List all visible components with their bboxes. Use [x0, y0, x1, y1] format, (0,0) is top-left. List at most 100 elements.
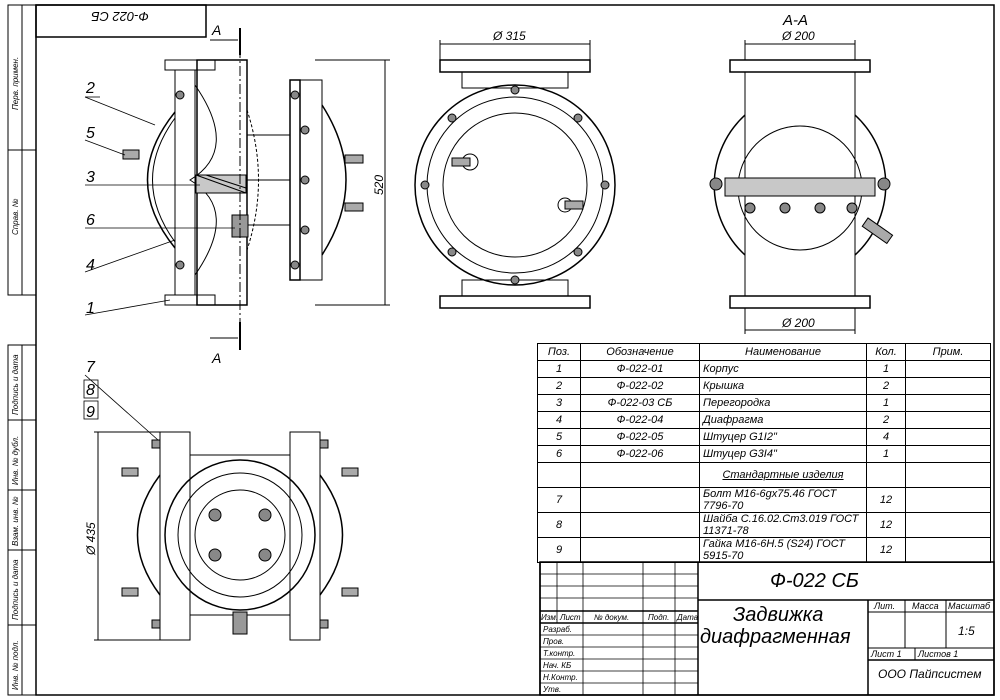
- dim-plan: Ø 435: [84, 522, 98, 556]
- title-line2: диафрагменная: [700, 626, 851, 648]
- bom-header-name: Наименование: [699, 343, 867, 361]
- bom-code: Ф-022-01: [580, 360, 700, 378]
- section-letter-top: А: [211, 22, 221, 38]
- col-doc: № докум.: [594, 613, 630, 622]
- dim-bore-bottom: Ø 200: [781, 316, 815, 330]
- bom-name: Корпус: [699, 360, 867, 378]
- bom-empty: [905, 462, 991, 488]
- role-nach: Нач. КБ: [543, 661, 572, 670]
- left-sidebar: [7, 4, 37, 696]
- code-box: [35, 4, 207, 38]
- callout-leaders: [84, 96, 235, 441]
- bom-name: Гайка М16-6Н.5 (S24) ГОСТ 5915-70: [699, 537, 867, 563]
- callout-1: 1: [86, 300, 95, 317]
- plan-view: [94, 431, 359, 641]
- bom-table: Поз. Обозначение Наименование Кол. Прим.…: [537, 343, 991, 563]
- bom-pos: 6: [537, 445, 581, 463]
- sidebar-podpis-2: Подпись и дата: [11, 559, 20, 620]
- dim-flange: Ø 315: [492, 29, 526, 43]
- sidebar-vzam: Взам. инв. №: [11, 496, 20, 546]
- bom-header-qty: Кол.: [866, 343, 906, 361]
- dim-height: 520: [372, 175, 386, 195]
- role-prov: Пров.: [543, 637, 565, 646]
- sidebar-inv-dubl: Инв. № дубл.: [11, 436, 20, 485]
- sidebar-podpis-1: Подпись и дата: [11, 354, 20, 415]
- bom-section-row: Стандартные изделия: [537, 462, 991, 488]
- bom-name: Перегородка: [699, 394, 867, 412]
- bom-qty: 4: [866, 428, 906, 446]
- bom-pos: 4: [537, 411, 581, 429]
- bom-section-title: Стандартные изделия: [699, 462, 867, 488]
- bom-empty: [580, 487, 700, 513]
- col-list: Лист: [560, 613, 581, 622]
- bom-empty: [580, 462, 700, 488]
- sheet-number: Лист 1: [871, 649, 902, 659]
- bom-qty: 2: [866, 377, 906, 395]
- bom-qty: 12: [866, 537, 906, 563]
- callout-6: 6: [86, 212, 95, 229]
- callout-8: 8: [86, 382, 95, 399]
- callout-3: 3: [86, 169, 95, 186]
- section-view: [709, 40, 894, 334]
- section-title: А-А: [782, 12, 808, 29]
- bom-header-pos: Поз.: [537, 343, 581, 361]
- bom-code: Ф-022-04: [580, 411, 700, 429]
- bom-note: [905, 428, 991, 446]
- bom-note: [905, 487, 991, 513]
- lit-label: Лит.: [874, 601, 896, 611]
- bom-qty: 12: [866, 512, 906, 538]
- bom-pos: 8: [537, 512, 581, 538]
- bom-name: Болт М16-6gx75.46 ГОСТ 7796-70: [699, 487, 867, 513]
- bom-note: [905, 377, 991, 395]
- bom-note: [905, 512, 991, 538]
- bom-header-row: Поз. Обозначение Наименование Кол. Прим.: [537, 343, 991, 361]
- bom-name: Диафрагма: [699, 411, 867, 429]
- callout-7: 7: [86, 359, 96, 376]
- bom-qty: 1: [866, 445, 906, 463]
- bom-header-code: Обозначение: [580, 343, 700, 361]
- sidebar-sprav: Справ. №: [11, 198, 20, 235]
- bom-pos: 3: [537, 394, 581, 412]
- col-sign: Подп.: [648, 613, 670, 622]
- bom-code: Ф-022-05: [580, 428, 700, 446]
- bom-qty: 1: [866, 394, 906, 412]
- bom-name: Штуцер G1I2": [699, 428, 867, 446]
- callout-5: 5: [86, 125, 95, 142]
- side-view: [414, 40, 616, 309]
- bom-pos: 1: [537, 360, 581, 378]
- section-letter-bottom: А: [211, 350, 221, 366]
- bom-qty: 12: [866, 487, 906, 513]
- dim-bore-top: Ø 200: [781, 29, 815, 43]
- role-tkontr: Т.контр.: [543, 649, 576, 658]
- bom-empty: [537, 462, 581, 488]
- role-razrab: Разраб.: [543, 625, 572, 634]
- col-izm: Изм.: [541, 613, 559, 622]
- bom-note: [905, 360, 991, 378]
- bom-empty: [580, 537, 700, 563]
- bom-note: [905, 394, 991, 412]
- bom-note: [905, 537, 991, 563]
- sheet-count: Листов 1: [918, 649, 959, 659]
- front-view: [122, 28, 390, 350]
- callout-2: 2: [85, 80, 95, 97]
- bom-qty: 2: [866, 411, 906, 429]
- bom-pos: 2: [537, 377, 581, 395]
- bom-code: Ф-022-02: [580, 377, 700, 395]
- scale-label: Масштаб: [948, 601, 991, 611]
- bom-note: [905, 445, 991, 463]
- bom-name: Шайба С.16.02.Ст3.019 ГОСТ 11371-78: [699, 512, 867, 538]
- bom-empty: [580, 512, 700, 538]
- bom-qty: 1: [866, 360, 906, 378]
- callout-9: 9: [86, 404, 95, 421]
- bom-pos: 7: [537, 487, 581, 513]
- role-nkontr: Н.Контр.: [543, 673, 578, 682]
